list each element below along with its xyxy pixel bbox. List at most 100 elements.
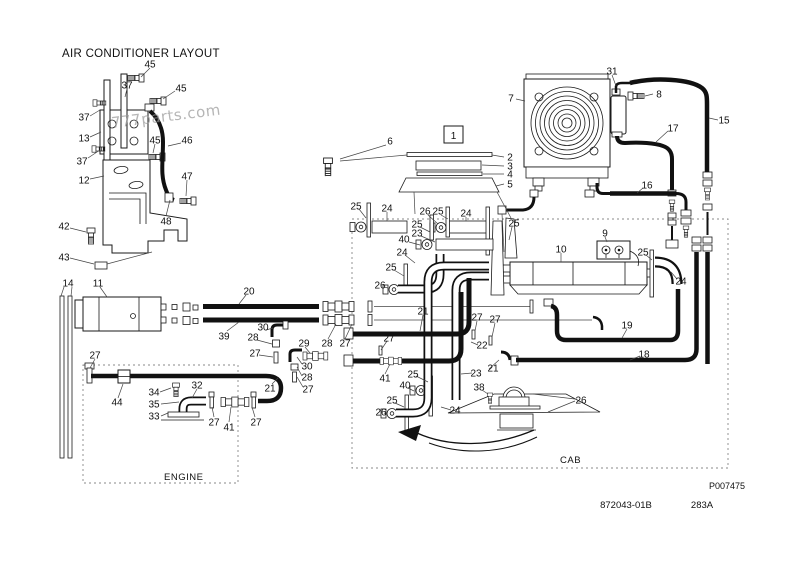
part-callout-23: 23 [470,369,482,380]
leader-line [211,406,215,418]
leader-line [440,406,452,411]
part-callout-7: 7 [508,94,514,105]
leader-line [327,323,337,340]
leader-line [339,154,408,162]
leader-line [160,401,180,405]
leader-line [604,236,608,243]
part-callout-28: 28 [301,373,313,384]
duct-23 [435,238,494,251]
part-callout-19: 19 [621,321,633,332]
leader-line [89,131,102,138]
part-callout-15: 15 [718,116,730,127]
part-callout-5: 5 [507,180,513,191]
hose-15 [629,77,713,364]
leader-line [420,235,436,243]
leader-line [413,191,416,215]
cab-boundary [351,218,729,469]
part-callout-45: 45 [144,60,156,71]
engine-label: ENGINE [164,472,203,483]
leader-line [383,286,389,289]
part-callout-25: 25 [386,396,398,407]
part-callout-24: 24 [675,277,687,288]
leader-line [474,320,478,332]
part-callout-12: 12 [78,176,90,187]
bolt-8 [627,91,645,101]
part-callout-27: 27 [339,339,351,350]
leader-line [238,294,247,305]
leader-line [495,183,505,187]
leader-line [621,328,628,339]
part-callout-18: 18 [638,350,650,361]
part-callout-14: 14 [62,279,74,290]
part-callout-8: 8 [656,90,662,101]
part-callout-27: 27 [208,418,220,429]
drive-belts [59,295,73,459]
part-callout-40: 40 [399,381,411,392]
part-callout-30: 30 [257,323,269,334]
leader-line [408,241,421,246]
leader-line [491,322,496,338]
duct-24b [448,220,488,234]
part-callout-27: 27 [250,418,262,429]
leader-line [162,90,176,100]
part-callout-24: 24 [396,248,408,259]
leader-line [89,175,105,180]
receiver-drier [610,81,645,138]
leader-line [547,400,576,413]
part-callout-27: 27 [302,385,314,396]
condenser [497,73,611,253]
part-callout-25: 25 [508,219,520,230]
leader-line [69,257,95,265]
leader-line [481,164,505,167]
union-29 [302,351,329,361]
elbow-duct-24 [654,256,683,285]
leader-line [265,327,274,331]
union-fitting [322,300,355,313]
leader-line [496,191,512,219]
leader-line [481,389,489,395]
union-41 [220,396,250,408]
part-callout-48: 48 [160,217,172,228]
duct-fittings [349,202,494,432]
leader-line [165,199,171,217]
part-callout-25: 25 [385,263,397,274]
part-callout-24: 24 [460,209,472,220]
engine-boundary [82,364,239,484]
leader-line [440,214,449,220]
shim-43 [94,261,108,270]
bolt-38 [487,392,493,404]
fitting-cluster [270,320,329,383]
part-callout-13: 13 [78,134,90,145]
vent-assembly [447,386,601,431]
part-callout-37: 37 [76,157,88,168]
part-callout-40: 40 [398,235,410,246]
part-callout-28: 28 [247,333,259,344]
bolt-34 [172,382,180,398]
leader-line [344,323,353,340]
part-callout-27: 27 [249,349,261,360]
mounting-bracket [86,159,188,270]
part-callout-9: 9 [602,229,608,240]
part-callout-47: 47 [181,172,193,183]
housing-5 [398,177,500,193]
leader-line [89,358,96,369]
leader-line [160,412,169,417]
leader-line [532,393,576,400]
leader-line [636,187,644,194]
leader-line [296,376,304,388]
part-callout-3: 3 [507,162,513,173]
leader-line [611,74,617,87]
part-callout-38: 38 [473,383,485,394]
callout-1-box: 1 [443,125,464,144]
part-callout-17: 17 [667,124,679,135]
part-callout-45: 45 [175,84,187,95]
plate-33 [167,411,200,418]
leader-line [383,412,388,415]
leader-line [339,144,387,160]
part-callout-25: 25 [432,207,444,218]
leader-line [152,143,156,154]
part-callout-20: 20 [243,287,255,298]
leader-line [644,93,654,97]
